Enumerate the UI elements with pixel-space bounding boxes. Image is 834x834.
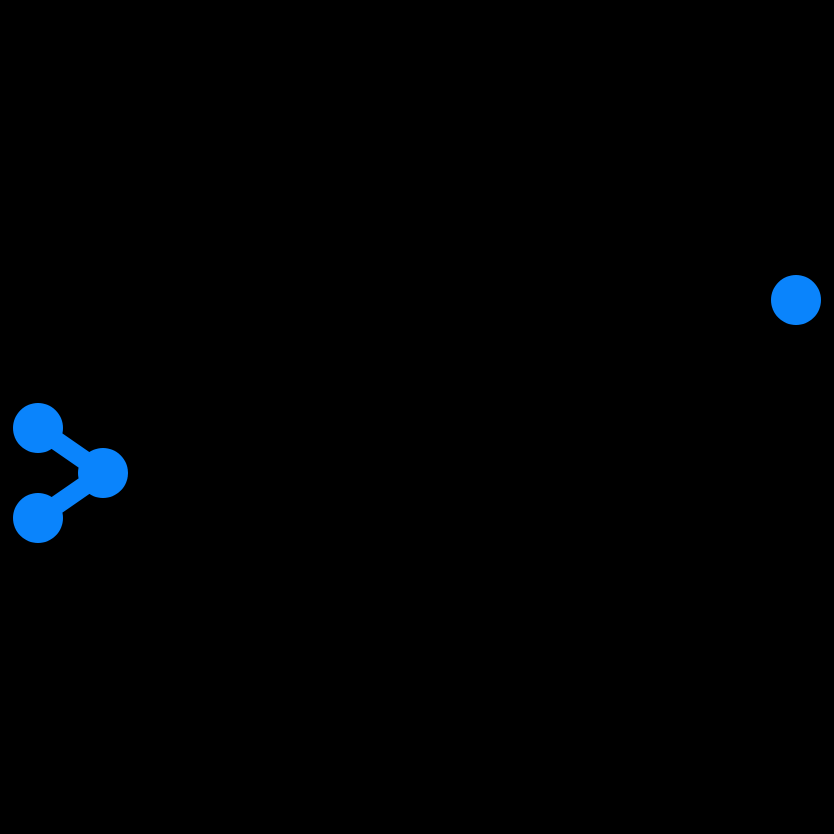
share-node-right (78, 448, 128, 498)
share-icon-label: Share (13, 543, 14, 544)
share-icon-nodes (13, 403, 128, 543)
share-node-top-left (13, 403, 63, 453)
dot-indicator-circle (771, 275, 821, 325)
share-icon[interactable]: Share (13, 403, 128, 543)
dot-indicator-label: Status dot (771, 325, 772, 326)
share-icon-svg (13, 403, 128, 543)
dot-indicator-svg (771, 275, 821, 325)
dot-indicator[interactable]: Status dot (771, 275, 821, 325)
share-node-bottom-left (13, 493, 63, 543)
